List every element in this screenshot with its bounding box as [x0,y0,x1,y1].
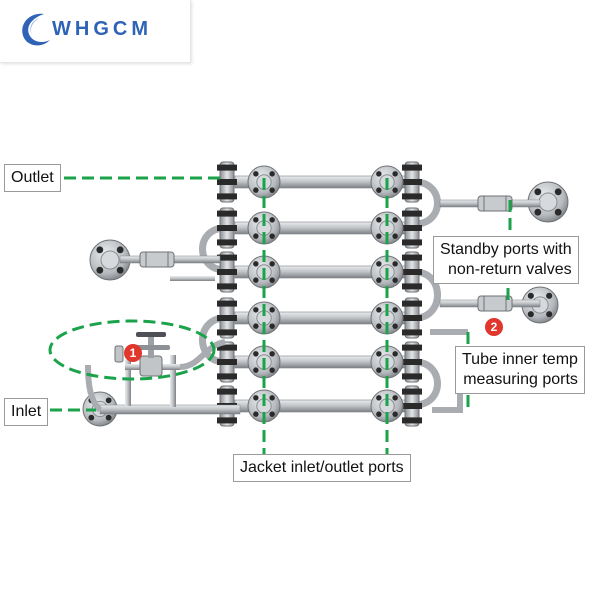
standby-branch-upper [439,195,541,212]
flange-right-row-2 [402,207,422,249]
standby-flange-left [89,239,131,281]
flange-set [82,161,569,427]
left-u-bends [199,224,226,366]
badge-2: 2 [485,318,503,336]
label-standby-line1: Standby ports with [440,241,572,258]
label-outlet: Outlet [4,164,61,192]
jacket-port-left-row-2 [247,211,281,245]
label-tube-temp-line1: Tube inner temp [462,351,578,368]
flange-right-row-1 [402,161,422,203]
brand-logo: WHGCM [0,0,191,63]
label-tube-temp-ports: Tube inner temp measuring ports [455,346,585,394]
flange-left-row-3 [217,251,237,293]
jacket-port-right-row-2 [370,211,404,245]
label-jacket-ports: Jacket inlet/outlet ports [233,454,411,482]
standby-branch-lower [439,295,541,312]
needle-valve-icon [114,332,170,377]
right-u-bends [414,178,441,409]
check-valve-icon [477,195,513,212]
flange-left-row-5 [217,341,237,383]
check-valve-icon [139,251,175,268]
label-standby-line2: non-return valves [448,261,572,278]
logo-swirl-icon [22,13,50,46]
temp-port-pipe [430,329,468,413]
label-inlet: Inlet [4,398,49,426]
jacket-port-left-row-4 [247,301,281,335]
flange-right-row-4 [402,297,422,339]
label-standby-ports: Standby ports with non-return valves [433,236,579,284]
logo-text: WHGCM [52,18,152,40]
flange-right-row-5 [402,341,422,383]
flange-left-row-4 [217,297,237,339]
badge-1: 1 [124,344,142,362]
check-valve-icon [477,295,513,312]
flange-left-row-1 [217,161,237,203]
label-tube-temp-line2: measuring ports [463,371,578,388]
flange-right-row-3 [402,251,422,293]
jacket-port-right-row-4 [370,301,404,335]
flange-left-row-2 [217,207,237,249]
flange-right-row-6 [402,385,422,427]
inlet-manifold [85,332,241,415]
standby-branch-left [119,251,221,281]
valve-highlight-ellipse [48,319,216,381]
